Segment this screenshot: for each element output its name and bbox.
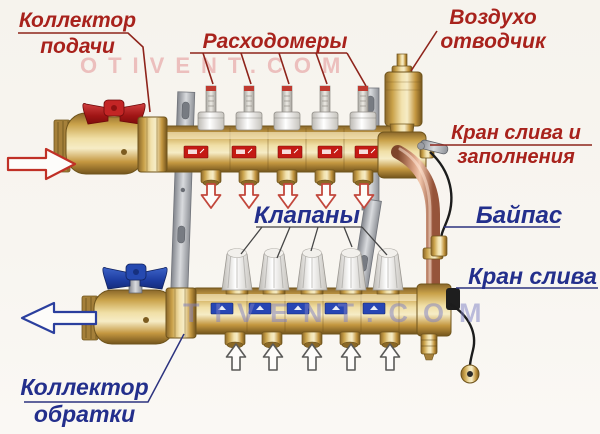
flow-meter-3	[273, 85, 301, 131]
sensor-cable	[429, 151, 453, 257]
leader-lines-blue	[24, 226, 598, 403]
label-supply-manifold: Коллектор подачи	[10, 8, 145, 60]
label-drain-fill-line2: заполнения	[457, 146, 575, 168]
return-drain-valve	[416, 283, 480, 384]
label-drain-fill-valve: Кран слива и заполнения	[436, 121, 596, 169]
label-air-vent: Воздухо отводчик	[426, 6, 560, 54]
return-flow-arrow	[20, 301, 98, 335]
leader-lines-valve-caps	[240, 226, 388, 259]
supply-ball-valve	[53, 99, 168, 175]
label-supply-manifold-line2: подачи	[40, 35, 115, 58]
label-return-manifold-line2: обратки	[33, 401, 136, 427]
flow-down-arrow-1	[200, 183, 222, 209]
drain-cap-cable	[449, 302, 476, 367]
label-air-vent-line1: Воздухо	[449, 6, 537, 29]
valve-cap-5	[372, 248, 404, 295]
supply-tag-4	[317, 145, 343, 159]
label-drain-fill-line1: Кран слива и	[451, 122, 581, 144]
flow-up-arrow-1	[225, 343, 247, 371]
supply-tag-2	[231, 145, 257, 159]
supply-tag-3	[277, 145, 303, 159]
label-bypass: Байпас	[475, 202, 563, 229]
flow-up-arrow-5	[379, 343, 401, 371]
flow-meter-4	[311, 85, 339, 131]
label-valves: Клапаны	[253, 202, 361, 229]
flow-meter-1	[197, 85, 225, 131]
flow-up-arrow-3	[301, 343, 323, 371]
leader-lines-red	[18, 30, 592, 146]
label-return-manifold-line1: Коллектор	[20, 374, 149, 400]
label-drain-valve: Кран слива	[468, 263, 597, 289]
label-return-manifold: Коллектор обратки	[12, 374, 157, 428]
supply-tag-1	[183, 145, 209, 159]
return-ball-valve	[81, 263, 197, 345]
blue-valve-handle	[102, 263, 168, 290]
red-valve-handle	[82, 99, 146, 125]
flow-up-arrow-4	[340, 343, 362, 371]
drain-valve-handle	[446, 288, 460, 310]
valve-cap-1	[221, 248, 253, 295]
valve-cap-3	[296, 248, 328, 295]
valve-cap-4	[335, 248, 367, 295]
label-supply-manifold-line1: Коллектор	[18, 9, 137, 32]
mounting-bracket-left	[170, 91, 196, 303]
label-flow-meters: Расходомеры	[202, 30, 348, 53]
supply-tag-5	[354, 145, 380, 159]
watermark-bottom: TIVENT.COM	[183, 298, 497, 328]
flow-meter-2	[235, 85, 263, 131]
supply-flow-arrow	[6, 147, 77, 181]
air-vent	[384, 53, 423, 141]
flow-up-arrow-2	[262, 343, 284, 371]
label-air-vent-line2: отводчик	[440, 30, 546, 53]
valve-cap-2	[258, 248, 290, 295]
